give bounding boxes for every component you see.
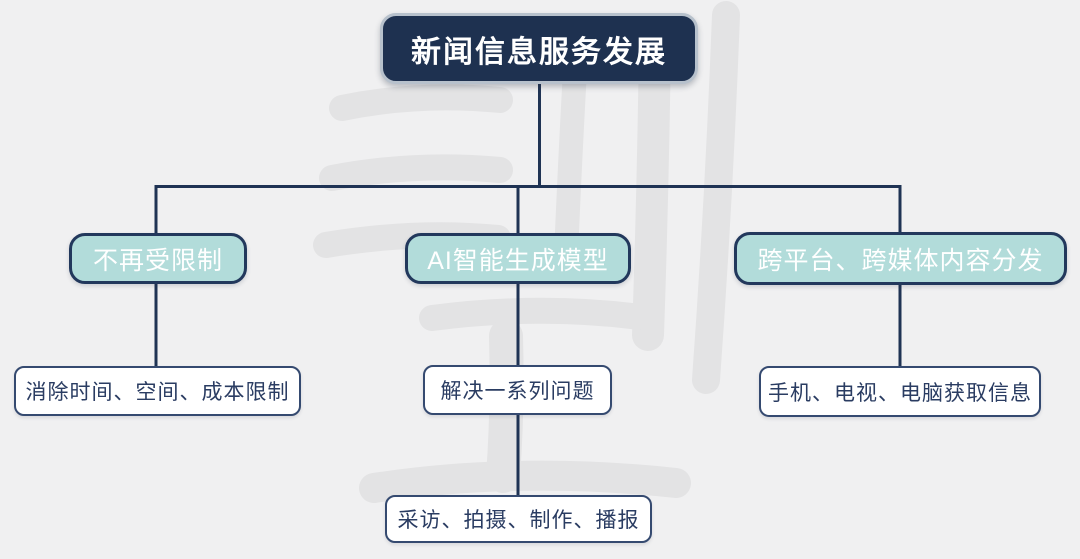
branch-node-no-restrictions[interactable]: 不再受限制 xyxy=(69,233,247,284)
branch-node-cross-platform[interactable]: 跨平台、跨媒体内容分发 xyxy=(734,232,1067,285)
leaf-node-solve-problems[interactable]: 解决一系列问题 xyxy=(423,365,612,415)
branch-node-label: 不再受限制 xyxy=(92,246,223,275)
leaf-node-eliminate-limits[interactable]: 消除时间、空间、成本限制 xyxy=(14,366,301,416)
leaf-node-label: 手机、电视、电脑获取信息 xyxy=(768,381,1032,405)
leaf-node-label: 解决一系列问题 xyxy=(440,380,595,403)
root-node-label: 新闻信息服务发展 xyxy=(411,35,667,69)
leaf-node-production-steps[interactable]: 采访、拍摄、制作、播报 xyxy=(385,495,652,543)
leaf-node-label: 消除时间、空间、成本限制 xyxy=(25,381,290,404)
branch-node-label: AI智能生成模型 xyxy=(427,246,609,275)
leaf-node-label: 采访、拍摄、制作、播报 xyxy=(397,509,640,532)
branch-node-ai-model[interactable]: AI智能生成模型 xyxy=(405,233,631,284)
leaf-node-device-access[interactable]: 手机、电视、电脑获取信息 xyxy=(759,366,1041,417)
branch-node-label: 跨平台、跨媒体内容分发 xyxy=(757,246,1044,275)
root-node-news-service[interactable]: 新闻信息服务发展 xyxy=(380,13,698,84)
